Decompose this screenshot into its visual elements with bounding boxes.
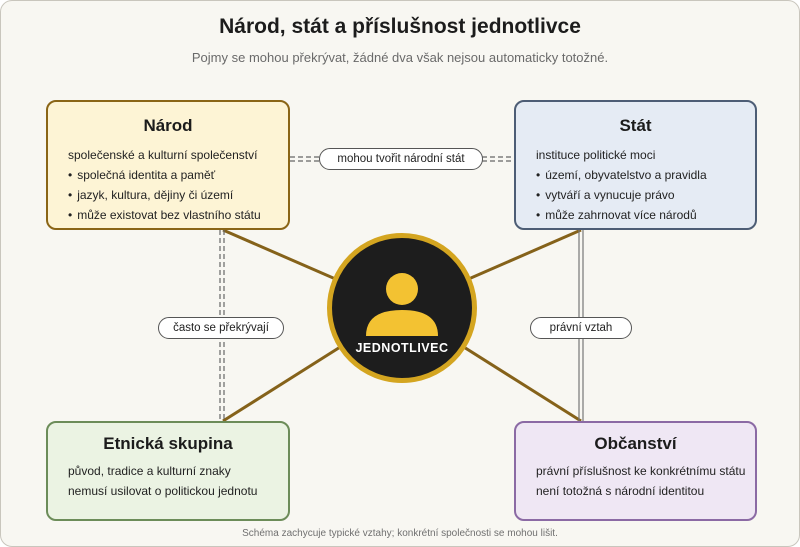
- diagram-footnote: Schéma zachycuje typické vztahy; konkrét…: [242, 528, 558, 539]
- node-stat-list: území, obyvatelstvo a pravidla vytváří a…: [516, 168, 755, 222]
- node-narod: Národ společenské a kulturní společenstv…: [46, 100, 290, 230]
- diagram-title: Národ, stát a příslušnost jednotlivce: [219, 15, 581, 38]
- node-narod-item: může existovat bez vlastního státu: [68, 208, 288, 222]
- node-stat-item: může zahrnovat více národů: [536, 208, 755, 222]
- node-etnicka-skupina-title: Etnická skupina: [103, 434, 233, 453]
- node-narod-item: společná identita a paměť: [68, 168, 288, 182]
- node-narod-item: jazyk, kultura, dějiny či území: [68, 188, 288, 202]
- node-narod-title: Národ: [143, 116, 193, 135]
- person-icon: [366, 273, 438, 336]
- node-obcanstvi-title: Občanství: [594, 434, 677, 453]
- node-etnicka-skupina: Etnická skupina původ, tradice a kulturn…: [46, 421, 290, 521]
- relation-narod-etnika-label: často se překrývají: [158, 317, 284, 339]
- node-stat-title: Stát: [619, 116, 652, 135]
- node-stat-item: území, obyvatelstvo a pravidla: [536, 168, 755, 182]
- relation-stat-obcan-label: právní vztah: [530, 317, 632, 339]
- diagram-subtitle: Pojmy se mohou překrývat, žádné dva však…: [191, 50, 609, 65]
- relation-narod-stat-label: mohou tvořit národní stát: [319, 148, 483, 170]
- node-etnicka-skupina-line: nemusí usilovat o politickou jednotu: [68, 484, 258, 498]
- node-obcanstvi-line: právní příslušnost ke konkrétnímu státu: [536, 464, 746, 478]
- node-narod-list: společná identita a paměť jazyk, kultura…: [48, 168, 288, 222]
- node-stat-item: vytváří a vynucuje právo: [536, 188, 755, 202]
- center-node-label: JEDNOTLIVEC: [355, 341, 449, 355]
- center-node-jednotlivec: JEDNOTLIVEC: [327, 233, 477, 383]
- node-etnicka-skupina-line: původ, tradice a kulturní znaky: [68, 464, 231, 478]
- node-obcanstvi: Občanství právní příslušnost ke konkrétn…: [514, 421, 757, 521]
- node-stat: Stát instituce politické moci území, oby…: [514, 100, 757, 230]
- node-stat-lead: instituce politické moci: [536, 148, 656, 162]
- node-obcanstvi-line: není totožná s národní identitou: [536, 484, 705, 498]
- node-narod-lead: společenské a kulturní společenství: [68, 148, 258, 162]
